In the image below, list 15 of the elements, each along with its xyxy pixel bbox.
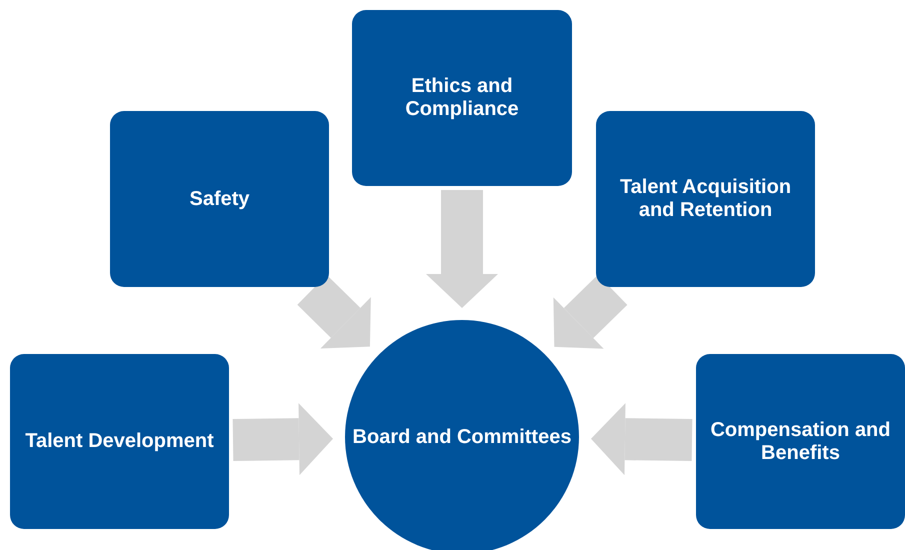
block-arrow bbox=[297, 274, 371, 349]
block-arrow bbox=[232, 403, 333, 476]
node-label: Talent Acquisition and Retention bbox=[618, 176, 792, 222]
node-label: Talent Development bbox=[25, 430, 214, 453]
topic-box bbox=[596, 111, 815, 287]
node-label: Ethics and Compliance bbox=[404, 75, 520, 121]
node-label: Board and Committees bbox=[352, 426, 572, 448]
block-arrow bbox=[553, 274, 628, 349]
node-label: Compensation and Benefits bbox=[709, 418, 892, 464]
node-label: Safety bbox=[189, 188, 250, 210]
topic-box bbox=[10, 354, 229, 529]
topic-box bbox=[110, 111, 329, 287]
block-arrow bbox=[426, 190, 498, 308]
topic-box bbox=[696, 354, 905, 529]
topic-box bbox=[352, 10, 572, 186]
